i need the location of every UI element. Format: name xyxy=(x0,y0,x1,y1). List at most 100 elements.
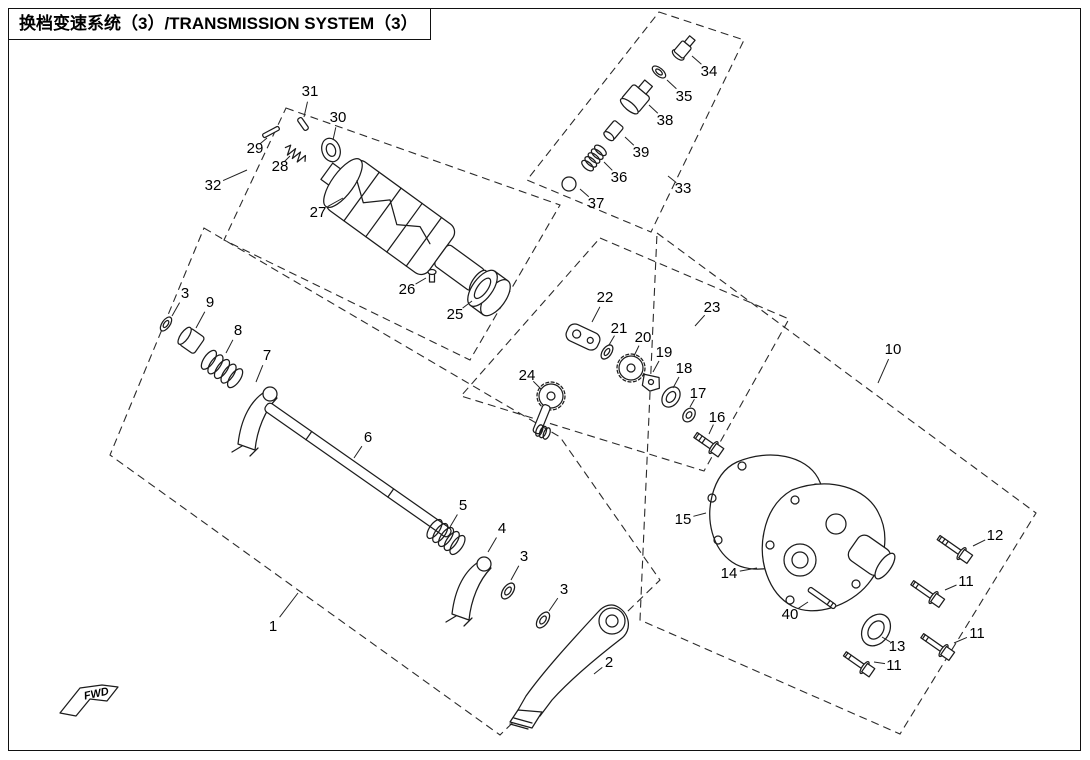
leader-line-16 xyxy=(708,424,714,435)
part-26-screw xyxy=(427,268,437,283)
callout-11: 11 xyxy=(886,657,902,674)
leader-line-15 xyxy=(693,512,707,517)
leader-line-25 xyxy=(462,300,473,309)
callout-38: 38 xyxy=(657,112,674,129)
leader-line-5 xyxy=(449,514,458,528)
leader-line-6 xyxy=(353,445,363,459)
leader-line-34 xyxy=(691,55,702,65)
callout-3: 3 xyxy=(520,548,528,565)
leader-line-33 xyxy=(667,175,677,183)
part-3-circlip-a xyxy=(159,316,173,332)
callout-40: 40 xyxy=(782,606,799,623)
callout-11: 11 xyxy=(969,625,985,642)
leader-line-39 xyxy=(624,136,635,146)
part-35-washer xyxy=(651,65,667,79)
dashed-group-boundaries xyxy=(109,11,1037,736)
leader-line-17 xyxy=(689,399,695,408)
region-fork-group xyxy=(109,227,661,736)
leader-line-19 xyxy=(652,360,660,373)
leader-line-1 xyxy=(279,592,299,618)
part-40-stud xyxy=(807,586,837,610)
part-25-bearing xyxy=(467,269,511,317)
part-9-cap xyxy=(177,326,205,354)
callout-30: 30 xyxy=(330,109,347,126)
callout-7: 7 xyxy=(263,347,271,364)
part-20-gear xyxy=(616,353,646,383)
callout-39: 39 xyxy=(633,144,650,161)
callout-3: 3 xyxy=(560,581,568,598)
leader-line-7 xyxy=(255,365,264,383)
part-39-spring-seat xyxy=(603,120,624,142)
region-shift-drum-group xyxy=(223,107,561,361)
callout-numbers: 3130292832272625343538393637333987654332… xyxy=(181,63,1004,674)
callout-15: 15 xyxy=(675,511,692,528)
callout-29: 29 xyxy=(247,140,264,157)
leader-line-3 xyxy=(510,565,520,581)
callout-2: 2 xyxy=(605,654,613,671)
part-22-plate xyxy=(565,323,601,351)
part-38-detent-nut xyxy=(619,79,654,115)
part-11-bolt-a xyxy=(910,580,946,609)
leader-line-11 xyxy=(873,661,886,665)
callout-18: 18 xyxy=(676,360,693,377)
part-6-fork-shaft xyxy=(264,402,452,538)
callout-27: 27 xyxy=(310,204,327,221)
leader-line-18 xyxy=(672,376,680,389)
part-18-washer xyxy=(661,386,681,408)
callout-23: 23 xyxy=(704,299,721,316)
leader-line-24 xyxy=(532,380,542,390)
callout-19: 19 xyxy=(656,344,673,361)
part-11-bolt-b xyxy=(920,633,956,662)
leader-line-10 xyxy=(877,358,890,384)
leader-line-13 xyxy=(881,636,891,643)
part-17-washer xyxy=(682,407,696,423)
part-11-bolt-c xyxy=(842,651,876,678)
part-3-washer-c xyxy=(535,611,551,629)
callout-1: 1 xyxy=(269,618,277,635)
leader-line-36 xyxy=(603,161,613,171)
leader-line-20 xyxy=(633,345,640,357)
callout-5: 5 xyxy=(459,497,467,514)
part-5-spring xyxy=(426,518,466,556)
leader-line-22 xyxy=(591,306,601,323)
exploded-parts-drawing: FWD xyxy=(59,35,974,730)
callout-14: 14 xyxy=(721,565,738,582)
callout-33: 33 xyxy=(675,180,692,197)
region-shift-mechanism-group xyxy=(460,237,790,472)
callout-8: 8 xyxy=(234,322,242,339)
part-19-pawl xyxy=(641,373,660,392)
region-detent-group xyxy=(526,11,745,233)
callout-32: 32 xyxy=(205,177,222,194)
part-3-washer-b xyxy=(500,582,516,600)
leader-line-37 xyxy=(579,188,590,198)
callout-11: 11 xyxy=(958,573,974,590)
leader-line-30 xyxy=(332,127,337,141)
part-8-spring xyxy=(200,349,244,389)
leader-line-32 xyxy=(222,169,248,182)
fwd-label: FWD xyxy=(83,686,110,703)
part-4-shift-fork xyxy=(445,556,492,627)
part-2-shift-lever xyxy=(509,604,629,730)
leader-line-29 xyxy=(260,137,268,144)
callout-16: 16 xyxy=(709,409,726,426)
leader-line-11 xyxy=(953,636,968,644)
callout-21: 21 xyxy=(611,320,628,337)
part-36-spring xyxy=(581,144,607,172)
callout-9: 9 xyxy=(206,294,214,311)
callout-10: 10 xyxy=(885,341,902,358)
part-34-plug xyxy=(671,35,696,61)
leader-line-31 xyxy=(303,101,308,118)
part-16-bolt xyxy=(693,431,725,458)
leader-line-35 xyxy=(666,79,677,90)
page-title: 换档变速系统（3）/TRANSMISSION SYSTEM（3） xyxy=(19,14,418,33)
part-21-washer xyxy=(600,344,614,360)
callout-25: 25 xyxy=(447,306,464,323)
callout-35: 35 xyxy=(676,88,693,105)
part-27-shift-drum xyxy=(320,158,488,293)
region-cover-group xyxy=(639,231,1037,735)
leader-line-11 xyxy=(944,584,957,591)
leader-line-26 xyxy=(415,277,427,285)
leader-line-2 xyxy=(593,667,603,675)
